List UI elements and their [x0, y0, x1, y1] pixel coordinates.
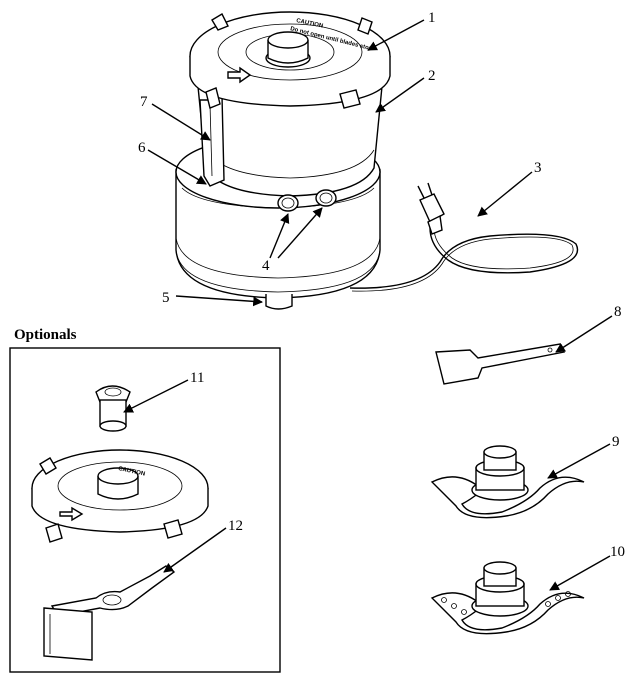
callout-3: 3	[534, 160, 542, 176]
callout-12: 12	[228, 518, 243, 534]
callout-1: 1	[428, 10, 436, 26]
callout-6: 6	[138, 140, 146, 156]
optional-lid-caution-text: CAUTION	[118, 466, 146, 478]
callout-11: 11	[190, 370, 204, 386]
food-processor-illustration: CAUTION Do not open until blades stop	[175, 11, 579, 310]
callout-2: 2	[428, 68, 436, 84]
power-cord	[349, 182, 579, 292]
callout-7: 7	[140, 94, 148, 110]
control-buttons	[277, 189, 337, 212]
s-blade-part	[430, 445, 585, 519]
optionals-box	[9, 347, 281, 673]
lid-caution-text: CAUTION	[296, 18, 324, 30]
callout-10: 10	[610, 544, 625, 560]
callout-leaders	[123, 19, 613, 591]
callout-8: 8	[614, 304, 622, 320]
optionals-heading: Optionals	[14, 327, 77, 343]
optional-lid-part: CAUTION	[31, 449, 209, 543]
spatula-part	[435, 343, 566, 385]
pusher-part	[95, 385, 131, 432]
callout-5: 5	[162, 290, 170, 306]
callout-4: 4	[262, 258, 270, 274]
perforated-blade-part	[430, 561, 585, 635]
callout-9: 9	[612, 434, 620, 450]
lid: CAUTION Do not open until blades stop	[189, 11, 391, 109]
scraper-part	[43, 565, 176, 661]
callout-numbers: 1 2 3 4 5 6 7 8 9 10 11 12	[138, 10, 625, 560]
